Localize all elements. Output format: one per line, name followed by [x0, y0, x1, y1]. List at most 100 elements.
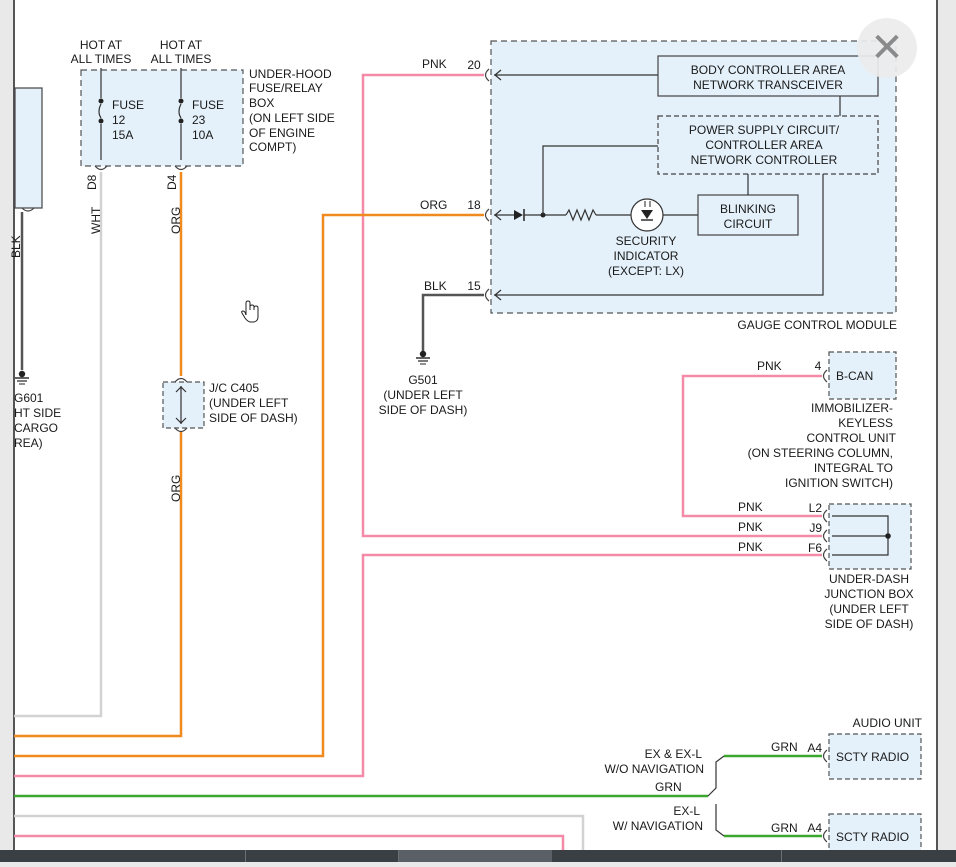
underhood-label-4: (ON LEFT SIDE: [249, 111, 335, 125]
security-indicator-line1: SECURITY: [616, 234, 677, 248]
fuse-12-line2: 12: [112, 113, 126, 127]
variant1-line2: W/O NAVIGATION: [604, 762, 704, 776]
all-times-label-23: ALL TIMES: [151, 52, 212, 66]
left-blk-label: BLK: [9, 235, 23, 258]
underhood-fuse-box: [80, 69, 244, 167]
wht-wire: [14, 172, 103, 718]
jb-label-1: UNDER-DASH: [829, 572, 909, 586]
jc-label-3: SIDE OF DASH): [209, 411, 298, 425]
pnk-wire-bcan: [681, 374, 822, 518]
pin-20-label: 20: [467, 58, 481, 72]
toolbar-divider: [245, 850, 246, 862]
jb-label-3: (UNDER LEFT: [829, 602, 909, 616]
g501-label-2: (UNDER LEFT: [383, 388, 463, 402]
audio-pin-2: A4: [807, 821, 822, 835]
grn-wire-label-main: GRN: [655, 780, 682, 794]
pnk-wire-label-j9: PNK: [738, 520, 763, 534]
variant2-line2: W/ NAVIGATION: [613, 819, 703, 833]
blinking-line2: CIRCUIT: [724, 217, 773, 231]
pin-18-label: 18: [467, 198, 481, 212]
blk-wire-pin15: [421, 293, 484, 352]
fuse-23-icon: [178, 103, 182, 119]
grn-wire-label-audio2: GRN: [771, 821, 798, 835]
fuse-12-line3: 15A: [112, 128, 133, 142]
pnk-wire-f6: [14, 553, 822, 778]
blinking-line1: BLINKING: [720, 202, 776, 216]
wht-wire-bottom: [14, 814, 585, 862]
jc-label-2: (UNDER LEFT: [209, 396, 289, 410]
blk-wire-label: BLK: [424, 279, 447, 293]
security-indicator-line2: INDICATOR: [614, 249, 679, 263]
all-times-label-12: ALL TIMES: [71, 52, 132, 66]
audio-unit-box-1: [828, 733, 922, 780]
fuse-23-line1: FUSE: [192, 98, 224, 112]
power-supply-line2: CONTROLLER AREA: [705, 138, 822, 152]
power-supply-line1: POWER SUPPLY CIRCUIT/: [689, 123, 840, 137]
immobilizer-label-4: (ON STEERING COLUMN,: [748, 446, 893, 460]
jc-label-1: J/C C405: [209, 381, 259, 395]
audio-pin-1: A4: [807, 741, 822, 755]
pnk-wire-label-f6: PNK: [738, 540, 763, 554]
fuse-12-line1: FUSE: [112, 98, 144, 112]
pnk-wire-label-l2: PNK: [738, 500, 763, 514]
close-icon: ✕: [870, 25, 904, 71]
underhood-label-3: BOX: [249, 96, 274, 110]
blinking-circuit-box: [697, 194, 799, 236]
immobilizer-label-2: KEYLESS: [838, 416, 893, 430]
hot-at-label-12: HOT AT: [80, 38, 123, 52]
power-supply-line3: NETWORK CONTROLLER: [691, 153, 838, 167]
org-wire-label-pin18: ORG: [420, 198, 447, 212]
bcan-transceiver-line1: BODY CONTROLLER AREA: [691, 63, 846, 77]
g601-line4: REA): [14, 436, 43, 450]
g601-line2: HT SIDE: [14, 406, 61, 420]
g601-line1: G601: [14, 391, 44, 405]
immobilizer-label-1: IMMOBILIZER-: [811, 401, 893, 415]
underhood-label-2: FUSE/RELAY: [249, 81, 323, 95]
resistor-icon: [565, 208, 597, 222]
gauge-module-label: GAUGE CONTROL MODULE: [737, 318, 897, 332]
immobilizer-box: [828, 351, 897, 400]
security-indicator-line3: (EXCEPT: LX): [608, 264, 684, 278]
led-indicator-icon: [630, 198, 664, 232]
scty-radio-label-2: SCTY RADIO: [836, 830, 909, 844]
wht-wire-label: WHT: [89, 206, 103, 234]
org-wire-label-lower: ORG: [169, 475, 183, 502]
toolbar-active-tab[interactable]: [398, 850, 552, 862]
pin-15-label: 15: [467, 279, 481, 293]
fuse-12-icon: [98, 103, 102, 119]
hot-at-label-23: HOT AT: [160, 38, 203, 52]
hand-cursor-icon: [241, 300, 259, 323]
fuse-23-line3: 10A: [192, 128, 213, 142]
jb-pin-f6: F6: [808, 541, 822, 555]
audio-unit-label: AUDIO UNIT: [853, 716, 923, 730]
org-wire-fuse23-lower: [14, 432, 183, 738]
pin-d8-label: D8: [85, 174, 99, 190]
g501-label-1: G501: [408, 373, 438, 387]
variant-brace: [707, 755, 725, 837]
bcan-transceiver-box: [657, 55, 879, 97]
pin-d4-label: D4: [165, 174, 179, 190]
close-button[interactable]: ✕: [857, 18, 917, 78]
bcan-port-label: B-CAN: [836, 369, 873, 383]
pnk-wire-label-bcan: PNK: [757, 359, 782, 373]
power-supply-box: [657, 115, 879, 175]
pnk-wire-pin20: [361, 73, 822, 538]
immobilizer-label-6: IGNITION SWITCH): [785, 476, 893, 490]
underhood-label-5: OF ENGINE: [249, 126, 315, 140]
jb-pin-l2: L2: [809, 501, 823, 515]
ground-icon: [15, 370, 29, 385]
scty-radio-label-1: SCTY RADIO: [836, 750, 909, 764]
jb-label-2: JUNCTION BOX: [824, 587, 913, 601]
immobilizer-pin-label: 4: [815, 359, 822, 373]
left-partial-module: [14, 87, 43, 209]
org-wire-label-upper: ORG: [169, 207, 183, 234]
bcan-transceiver-line2: NETWORK TRANSCEIVER: [693, 78, 843, 92]
toolbar-divider: [781, 850, 782, 862]
underhood-label-6: COMPT): [249, 140, 296, 154]
g501-label-3: SIDE OF DASH): [379, 403, 468, 417]
immobilizer-label-5: INTEGRAL TO: [814, 461, 893, 475]
variant1-line1: EX & EX-L: [645, 747, 703, 761]
jb-label-4: SIDE OF DASH): [825, 617, 914, 631]
